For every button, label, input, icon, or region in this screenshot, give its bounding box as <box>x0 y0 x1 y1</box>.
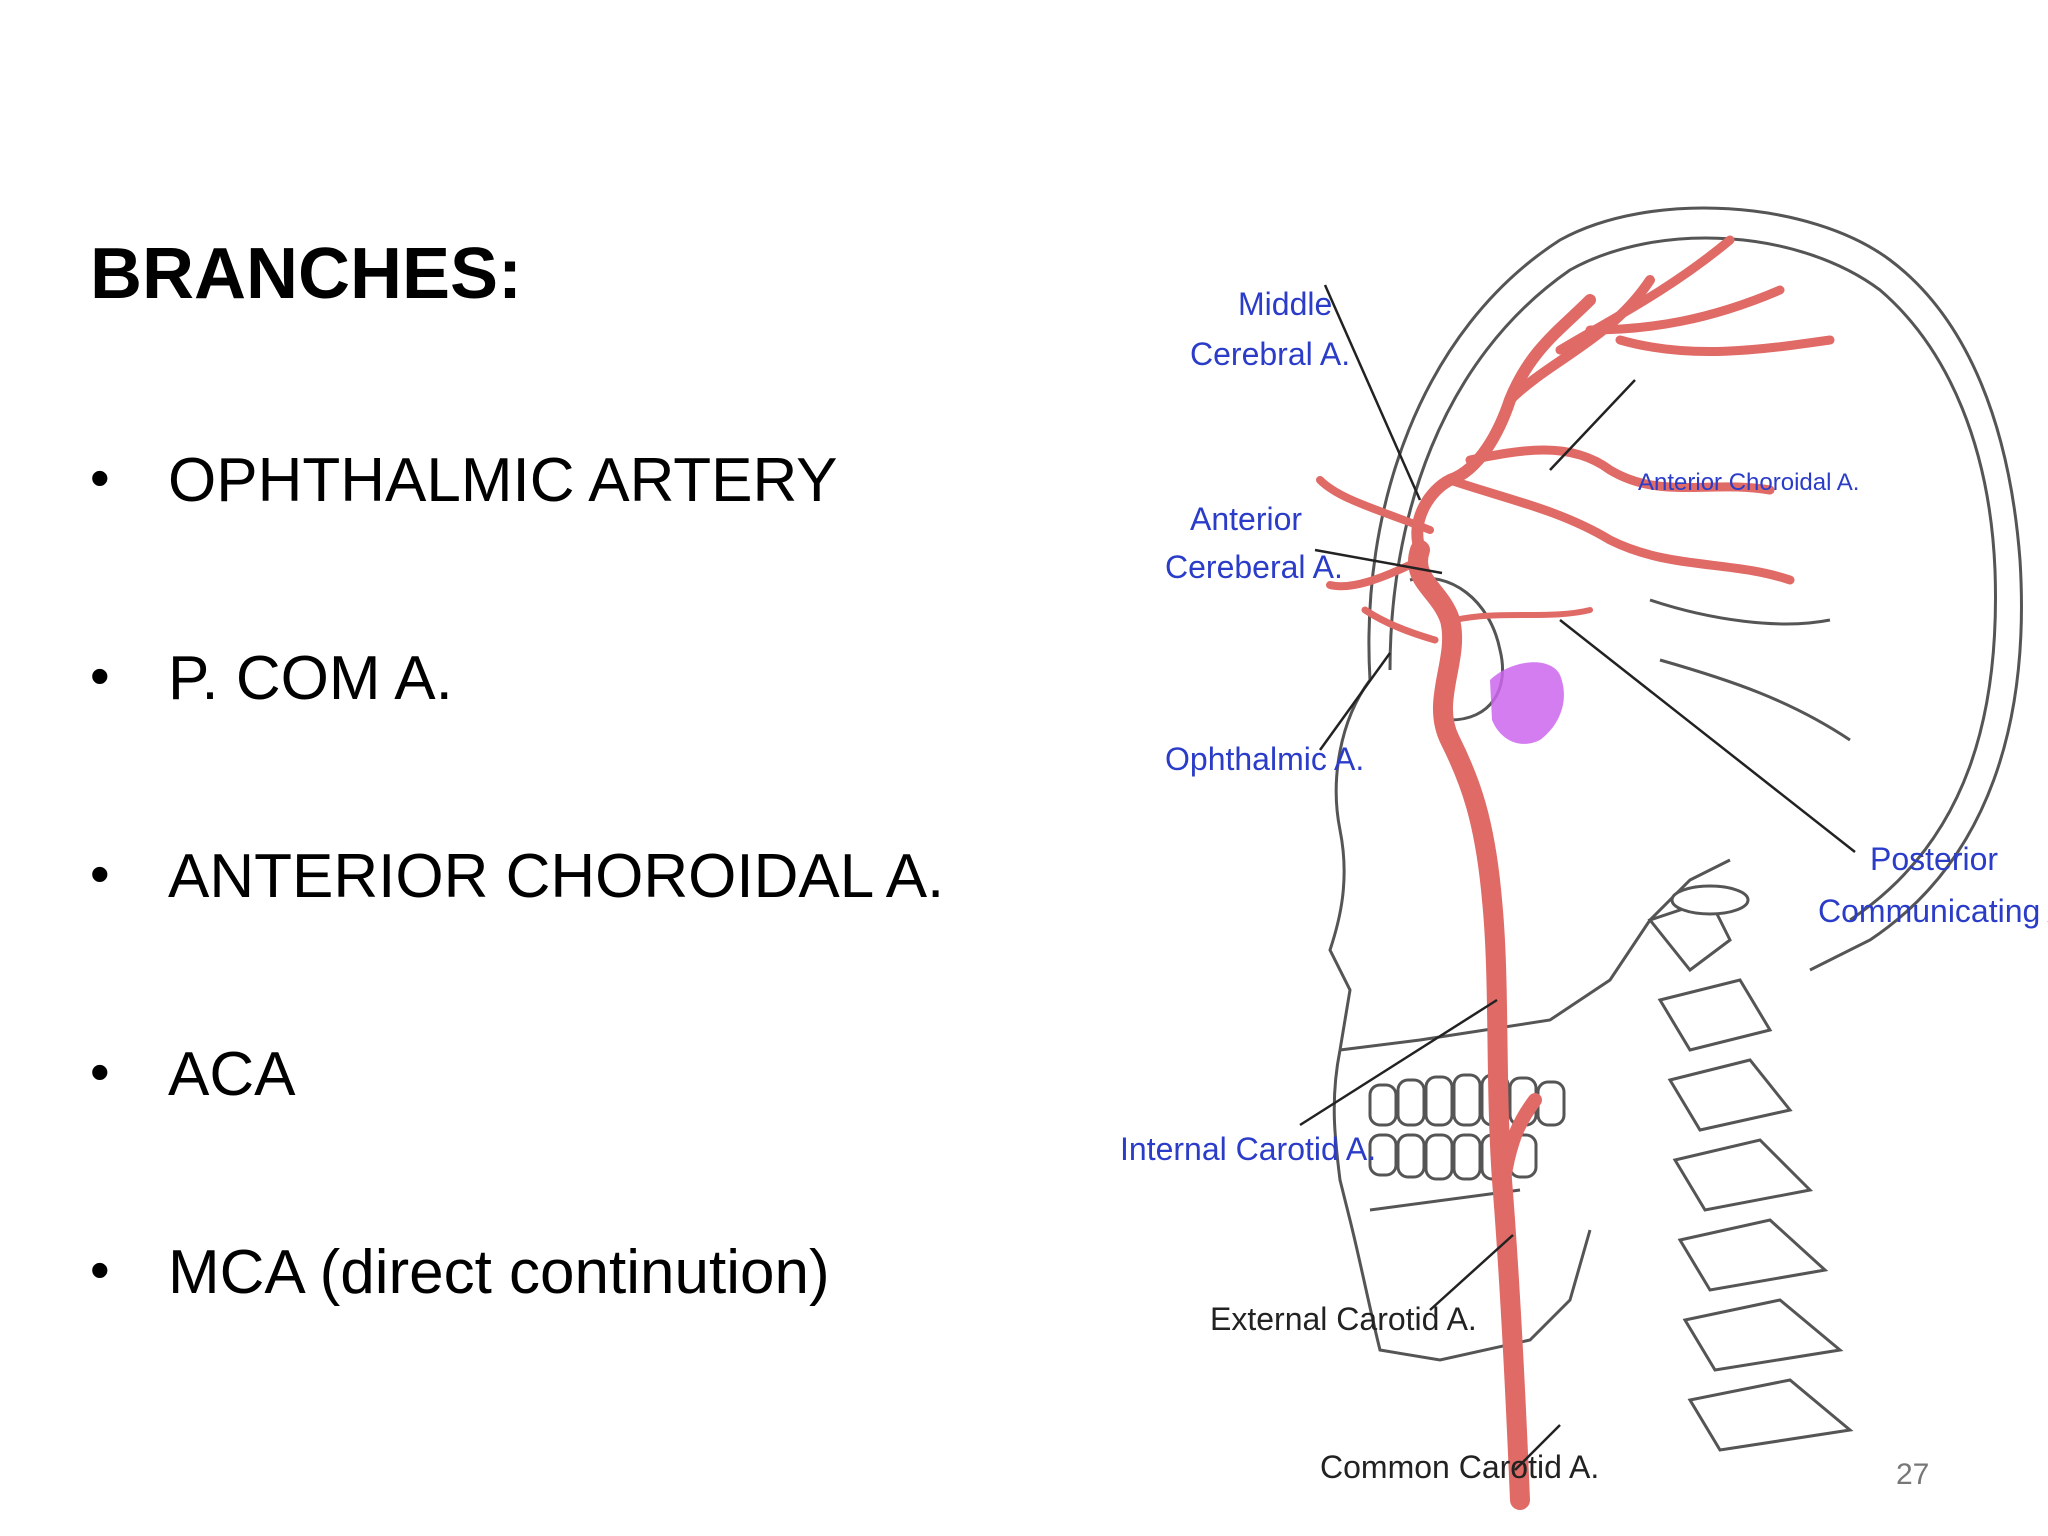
bullet-icon: • <box>90 842 110 905</box>
carotid-artery-diagram: Middle Cerebral A. Anterior Cereberal A.… <box>1120 206 2048 1510</box>
label-internal-carotid: Internal Carotid A. <box>1120 1131 1376 1167</box>
page-number: 27 <box>1896 1458 1930 1491</box>
bullet-icon: • <box>90 446 110 509</box>
bullet-icon: • <box>90 1238 110 1301</box>
label-middle-cerebral-line2: Cerebral A. <box>1190 336 1350 372</box>
bullet-text: OPHTHALMIC ARTERY <box>168 446 838 515</box>
label-external-carotid: External Carotid A. <box>1210 1301 1477 1337</box>
bullet-icon: • <box>90 644 110 707</box>
arteries <box>1316 235 1835 1510</box>
slide-title: BRANCHES: <box>90 234 522 314</box>
bullet-item: •P. COM A. <box>90 648 944 846</box>
label-anterior-choroidal: Anterior Choroidal A. <box>1638 469 1859 496</box>
bullet-text: P. COM A. <box>168 644 453 713</box>
bullet-list: •OPHTHALMIC ARTERY •P. COM A. •ANTERIOR … <box>90 450 944 1440</box>
label-common-carotid: Common Carotid A. <box>1320 1449 1599 1485</box>
teeth <box>1368 1073 1566 1181</box>
pituitary-gland <box>1490 662 1564 744</box>
diagram-labels: Middle Cerebral A. Anterior Cereberal A.… <box>1120 286 2048 1485</box>
bullet-text: MCA (direct continution) <box>168 1238 830 1307</box>
label-anterior-cerebral-line2: Cereberal A. <box>1165 549 1343 585</box>
bullet-item: •MCA (direct continution) <box>90 1242 944 1440</box>
bullet-item: •ANTERIOR CHOROIDAL A. <box>90 846 944 1044</box>
label-posterior-communicating-line2: Communicating A. <box>1818 893 2048 929</box>
bullet-text: ACA <box>168 1040 296 1109</box>
label-anterior-cerebral-line1: Anterior <box>1190 501 1302 537</box>
label-posterior-communicating-line1: Posterior <box>1870 841 1998 877</box>
label-ophthalmic: Ophthalmic A. <box>1165 741 1364 777</box>
bullet-text: ANTERIOR CHOROIDAL A. <box>168 842 945 911</box>
bullet-item: •ACA <box>90 1044 944 1242</box>
skull-outline <box>1328 206 2023 1362</box>
bullet-icon: • <box>90 1040 110 1103</box>
bullet-item: •OPHTHALMIC ARTERY <box>90 450 944 648</box>
cervical-spine <box>1647 884 1854 1452</box>
leader-lines <box>1299 284 1856 1471</box>
label-middle-cerebral-line1: Middle <box>1238 286 1332 322</box>
